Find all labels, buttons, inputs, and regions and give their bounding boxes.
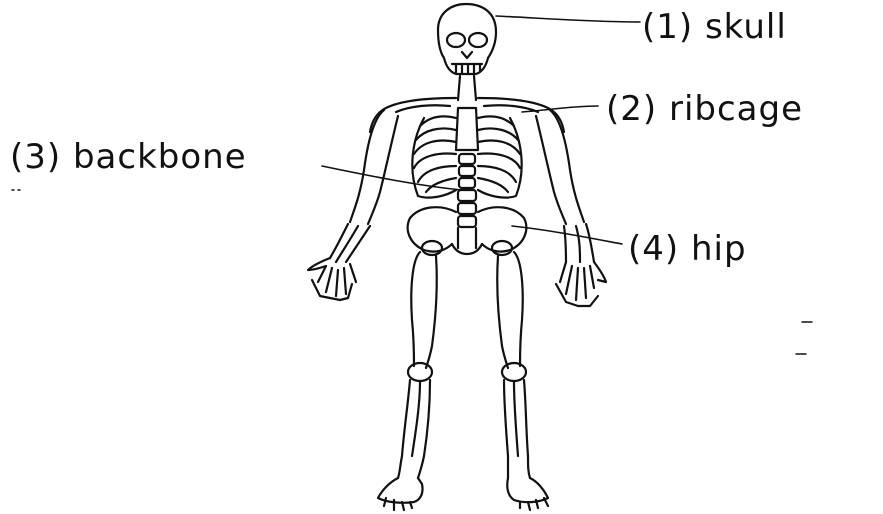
label-backbone: (3) backbone: [10, 140, 247, 174]
neck-drawing: [458, 76, 476, 100]
ribcage-leader-line: [522, 106, 598, 112]
backbone-leader-line: [322, 166, 462, 190]
ribcage-drawing: [412, 108, 521, 198]
shoulders-drawing: [370, 98, 564, 132]
label-ribcage: (2) ribcage: [606, 92, 803, 126]
hip-leader-line: [512, 226, 622, 244]
label-skull: (1) skull: [642, 10, 787, 44]
right-leg-drawing: [497, 252, 548, 510]
skull-leader-line: [496, 16, 640, 22]
label-hip: (4) hip: [628, 232, 747, 266]
left-arm-drawing: [308, 110, 398, 300]
right-arm-drawing: [536, 110, 606, 306]
skull-drawing: [438, 4, 496, 74]
left-leg-drawing: [378, 252, 437, 510]
